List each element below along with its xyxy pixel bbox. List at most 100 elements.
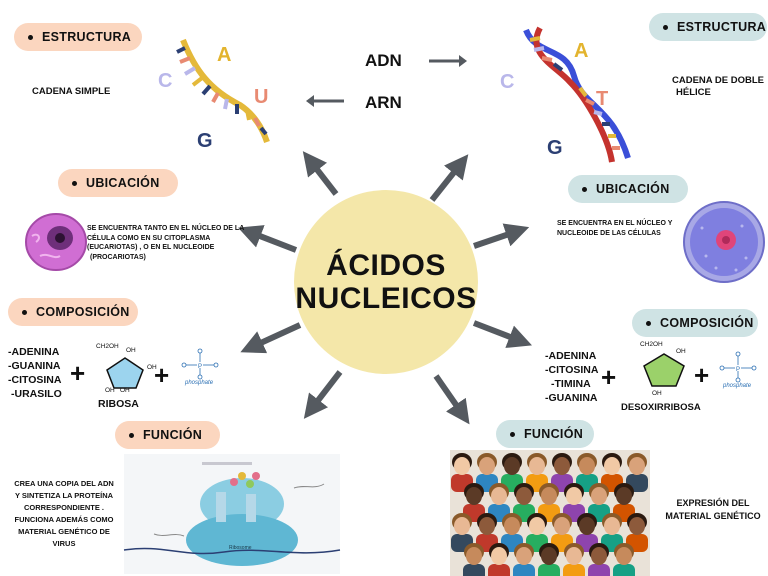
right-sugar-label: DESOXIRRIBOSA (621, 402, 701, 413)
bullet-icon (510, 431, 515, 437)
arrow-down-left-2 (303, 370, 343, 419)
right-funcion-desc: EXPRESIÓN DEL MATERIAL GENÉTICO (665, 498, 761, 521)
ribose-molecule-icon (106, 357, 144, 389)
right-composicion-pill: COMPOSICIÓN (632, 309, 758, 337)
arrow-down-right-2 (433, 374, 470, 425)
eukaryotic-cell-icon (25, 213, 87, 271)
person-face (491, 547, 507, 565)
right-funcion-title: FUNCIÓN (524, 427, 584, 441)
bullet-icon (22, 309, 27, 315)
person-body (613, 564, 635, 576)
deoxyribose-molecule-icon (643, 353, 685, 387)
bullet-icon (646, 320, 651, 326)
svg-text:P: P (736, 367, 740, 373)
right-composicion-title: COMPOSICIÓN (660, 316, 754, 330)
person-face (554, 517, 570, 535)
left-estructura-desc: CADENA SIMPLE (32, 86, 111, 97)
person-face (541, 487, 557, 505)
person-face (629, 517, 645, 535)
person-face (604, 517, 620, 535)
adn-label: ADN (365, 51, 402, 70)
plus-icon: + (154, 360, 170, 390)
phosphate-icon: P (719, 351, 757, 383)
left-composicion-pill: COMPOSICIÓN (8, 298, 138, 326)
person-body (513, 564, 535, 576)
left-estructura-pill: ESTRUCTURA (14, 23, 142, 51)
left-funcion-title: FUNCIÓN (143, 428, 203, 442)
person-face (579, 517, 595, 535)
right-funcion-pill: FUNCIÓN (496, 420, 594, 448)
ribose-label-oh2: OH (147, 364, 157, 371)
rna-strand-icon (176, 38, 270, 143)
people-crowd-illustration (450, 450, 650, 576)
arrow-left (238, 225, 298, 253)
bullet-icon (72, 180, 77, 186)
cell-nucleus-icon (683, 201, 765, 283)
bullet-icon (663, 24, 668, 30)
person-face (529, 517, 545, 535)
arn-label: ARN (365, 93, 402, 112)
ribose-label-oh4: OH (120, 387, 130, 394)
person-face (479, 457, 495, 475)
person-face (591, 547, 607, 565)
left-estructura-title: ESTRUCTURA (42, 30, 132, 44)
dna-base-g: G (547, 137, 563, 159)
ribose-label-oh3: OH (105, 387, 115, 394)
center-topic: ÁCIDOS NUCLEICOS (294, 190, 478, 374)
plus-icon: + (694, 360, 710, 390)
right-estructura-desc: CADENA DE DOBLE HÉLICE (672, 75, 765, 98)
person-face (491, 487, 507, 505)
dna-base-a: A (574, 40, 589, 62)
deoxyribose-label-oh2: OH (652, 390, 662, 397)
center-title-line2: NUCLEICOS (295, 282, 477, 315)
ribose-label-ch2oh: CH2OH (96, 343, 119, 350)
person-face (504, 517, 520, 535)
person-face (479, 517, 495, 535)
person-face (579, 457, 595, 475)
person-face (454, 457, 470, 475)
person-face (566, 547, 582, 565)
bullet-icon (28, 34, 33, 40)
deoxyribose-label-oh1: OH (676, 348, 686, 355)
dna-base-c: C (500, 71, 515, 93)
arrow-down-right (472, 320, 532, 348)
right-phosphate-label: phosphate (723, 383, 752, 389)
dna-double-helix-icon (523, 26, 631, 163)
rna-base-c: C (158, 70, 173, 92)
phosphate-icon: P (181, 348, 219, 380)
person-face (591, 487, 607, 505)
deoxyribose-label-ch2oh: CH2OH (640, 341, 663, 348)
right-ubicacion-title: UBICACIÓN (596, 182, 670, 196)
person-face (554, 457, 570, 475)
right-ubicacion-desc: SE ENCUENTRA EN EL NÚCLEO Y NUCLEOIDE DE… (557, 220, 673, 237)
person-face (454, 517, 470, 535)
plus-icon: + (70, 358, 86, 388)
ribosome-label: Ribosome (229, 545, 252, 551)
person-face (516, 487, 532, 505)
left-funcion-pill: FUNCIÓN (115, 421, 220, 449)
rna-base-g: G (197, 130, 213, 152)
left-sugar-label: RIBOSA (98, 398, 139, 410)
ribose-label-oh1: OH (126, 347, 136, 354)
person-body (538, 564, 560, 576)
left-ubicacion-pill: UBICACIÓN (58, 169, 178, 197)
left-composicion-title: COMPOSICIÓN (36, 305, 130, 319)
person-body (488, 564, 510, 576)
person-body (563, 564, 585, 576)
person-face (516, 547, 532, 565)
ribosome-translation-illustration (123, 454, 341, 574)
arrow-up-right (429, 154, 469, 202)
svg-text:P: P (198, 364, 202, 370)
person-face (466, 547, 482, 565)
left-ubicacion-title: UBICACIÓN (86, 176, 160, 190)
person-body (588, 564, 610, 576)
bullet-icon (582, 186, 587, 192)
rna-base-a: A (217, 44, 232, 66)
person-face (629, 457, 645, 475)
person-face (466, 487, 482, 505)
person-face (529, 457, 545, 475)
person-face (566, 487, 582, 505)
left-funcion-desc: CREA UNA COPIA DEL ADN Y SINTETIZA LA PR… (14, 479, 114, 548)
arrow-up-left (302, 151, 339, 196)
center-title-line1: ÁCIDOS (326, 249, 446, 282)
